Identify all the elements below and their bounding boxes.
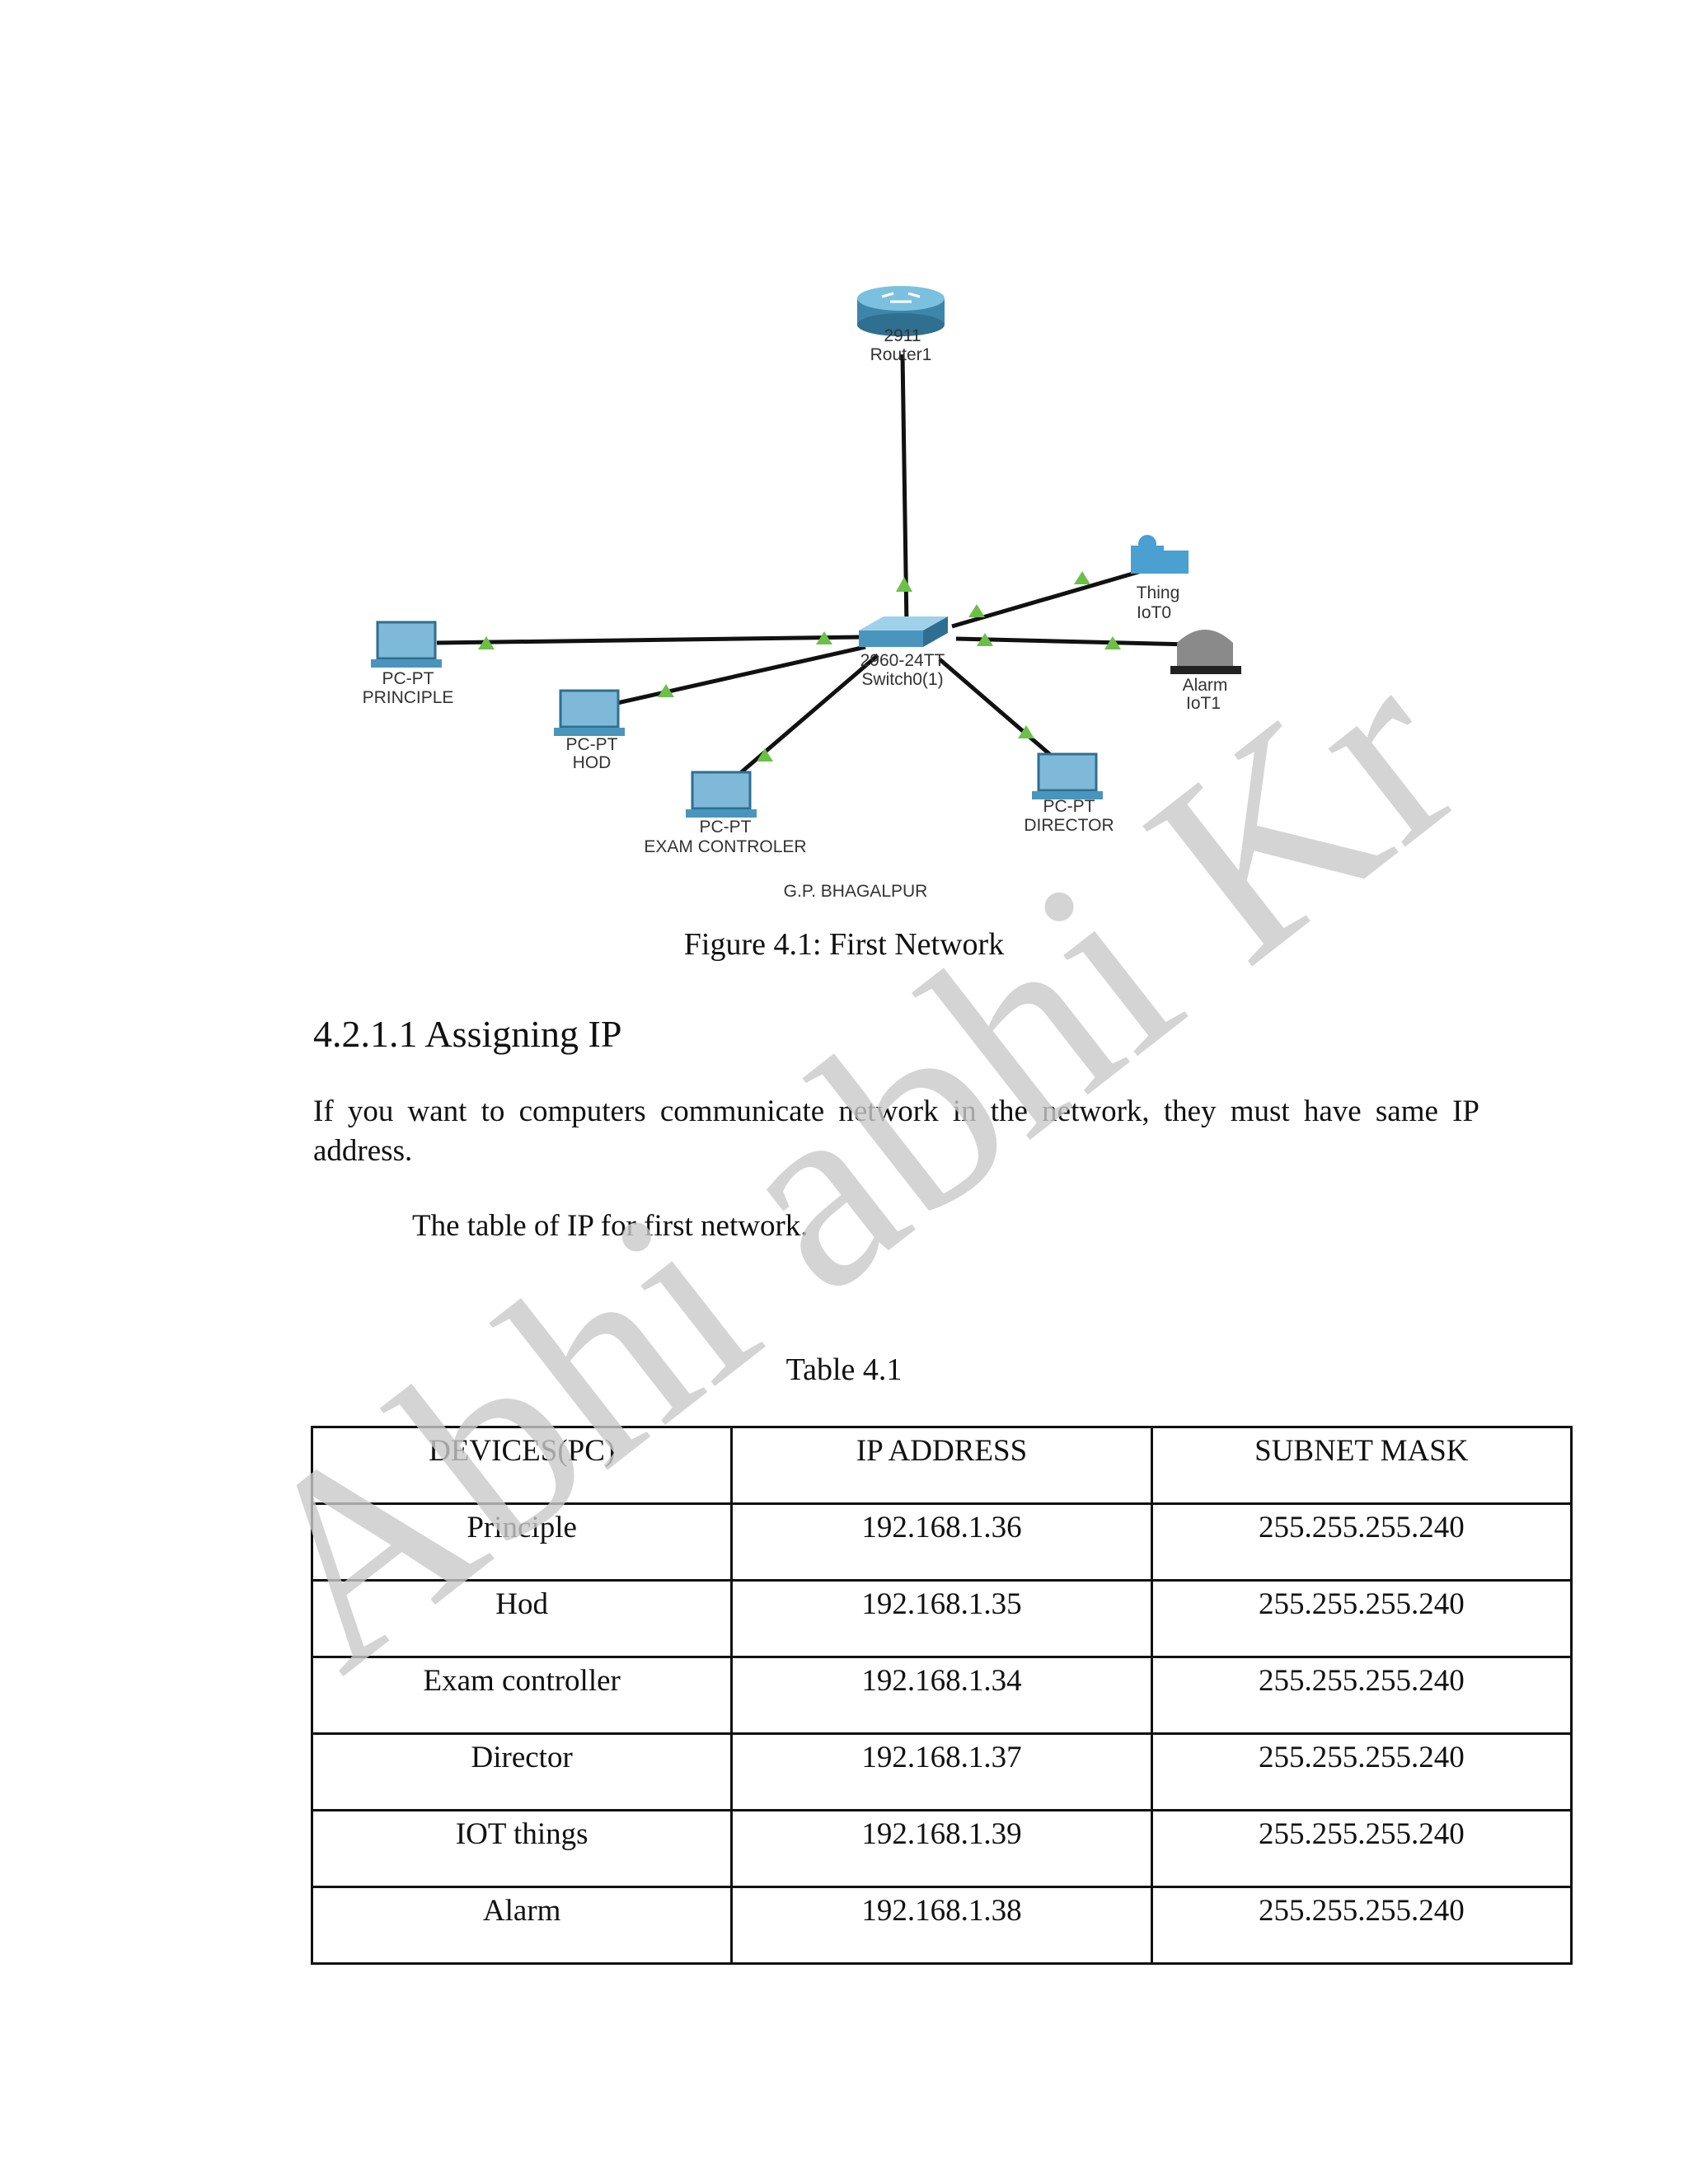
column-header-ip-address: IP ADDRESS bbox=[730, 1426, 1153, 1505]
iot-type-label: Alarm bbox=[1183, 676, 1228, 695]
link-up-indicator bbox=[1018, 725, 1034, 738]
alarm-icon bbox=[1170, 630, 1241, 674]
pc-name-exam-controler: EXAM CONTROLER bbox=[644, 837, 806, 856]
network-topology-diagram: 2911 Router1 2960-24TT Switch0(1) PC-PT … bbox=[363, 286, 1241, 901]
device-cell: Hod bbox=[310, 1579, 734, 1658]
pc-icon-director bbox=[1032, 752, 1103, 799]
router-icon bbox=[857, 286, 945, 336]
ip-cell: 192.168.1.37 bbox=[730, 1732, 1153, 1811]
device-cell: IOT things bbox=[310, 1809, 734, 1888]
subnet-cell: 255.255.255.240 bbox=[1150, 1502, 1573, 1582]
subnet-cell: 255.255.255.240 bbox=[1150, 1656, 1573, 1735]
section-heading: 4.2.1.1 Assigning IP bbox=[313, 1013, 622, 1055]
link-up-indicator bbox=[977, 633, 993, 646]
table-caption: Table 4.1 bbox=[785, 1352, 903, 1387]
subnet-cell: 255.255.255.240 bbox=[1150, 1809, 1573, 1888]
table-row: IOT things 192.168.1.39 255.255.255.240 bbox=[310, 1809, 1573, 1888]
device-cell: Alarm bbox=[310, 1886, 734, 1965]
device-cell: Director bbox=[310, 1732, 734, 1811]
pc-name-principle: PRINCIPLE bbox=[363, 688, 454, 707]
link-up-indicator bbox=[1074, 571, 1090, 584]
pc-icon-exam-controler bbox=[686, 771, 757, 818]
table-row: Director 192.168.1.37 255.255.255.240 bbox=[310, 1732, 1573, 1811]
ip-cell: 192.168.1.39 bbox=[730, 1809, 1153, 1888]
link-switch-alarm bbox=[955, 636, 1192, 647]
subnet-cell: 255.255.255.240 bbox=[1150, 1886, 1573, 1965]
link-up-indicator bbox=[757, 748, 773, 762]
ip-cell: 192.168.1.36 bbox=[730, 1502, 1153, 1582]
pc-type-label: PC-PT bbox=[1043, 797, 1095, 816]
router-model-label: 2911 bbox=[884, 326, 921, 345]
subnet-cell: 255.255.255.240 bbox=[1150, 1579, 1573, 1658]
ip-address-table: DEVICES(PC) IP ADDRESS SUBNET MASK Princ… bbox=[310, 1426, 1573, 1965]
figure-caption: Figure 4.1: First Network bbox=[683, 927, 1005, 962]
link-switch-director bbox=[938, 658, 1061, 764]
ip-cell: 192.168.1.38 bbox=[730, 1886, 1153, 1965]
body-paragraph: If you want to computers communicate net… bbox=[313, 1094, 1479, 1168]
network-location-label: G.P. BHAGALPUR bbox=[784, 882, 928, 901]
link-up-indicator bbox=[968, 604, 985, 617]
pc-type-label: PC-PT bbox=[566, 735, 618, 754]
pc-icon-principle bbox=[371, 621, 442, 668]
link-switch-principle bbox=[436, 635, 862, 645]
switch-model-label: 2960-24TT bbox=[860, 651, 945, 670]
subnet-cell: 255.255.255.240 bbox=[1150, 1732, 1573, 1811]
link-up-indicator bbox=[478, 636, 495, 649]
device-cell: Exam controller bbox=[310, 1656, 734, 1735]
link-switch-hod bbox=[609, 644, 866, 707]
device-cell: Principle bbox=[310, 1502, 734, 1582]
table-intro-text: The table of IP for first network. bbox=[412, 1209, 809, 1243]
pc-type-label: PC-PT bbox=[700, 818, 752, 837]
pc-type-label: PC-PT bbox=[382, 669, 434, 688]
column-header-devices: DEVICES(PC) bbox=[310, 1426, 734, 1505]
table-row: Alarm 192.168.1.38 255.255.255.240 bbox=[310, 1886, 1573, 1965]
pc-name-hod: HOD bbox=[573, 753, 612, 772]
iot-name-alarm: IoT1 bbox=[1186, 694, 1221, 713]
table-row: Exam controller 192.168.1.34 255.255.255… bbox=[310, 1656, 1573, 1735]
router-name-label: Router1 bbox=[870, 345, 932, 364]
link-up-indicator bbox=[1104, 636, 1121, 649]
column-header-subnet-mask: SUBNET MASK bbox=[1150, 1426, 1573, 1505]
ip-cell: 192.168.1.35 bbox=[730, 1579, 1153, 1658]
switch-icon bbox=[859, 616, 948, 647]
iot-name-thing: IoT0 bbox=[1137, 603, 1171, 622]
switch-name-label: Switch0(1) bbox=[861, 670, 943, 689]
pc-name-director: DIRECTOR bbox=[1024, 816, 1114, 835]
link-switch-thing bbox=[951, 566, 1151, 629]
table-header-row: DEVICES(PC) IP ADDRESS SUBNET MASK bbox=[310, 1426, 1573, 1505]
link-switch-exam bbox=[732, 654, 879, 780]
link-up-indicator bbox=[816, 631, 832, 644]
table-row: Hod 192.168.1.35 255.255.255.240 bbox=[310, 1579, 1573, 1658]
ip-cell: 192.168.1.34 bbox=[730, 1656, 1153, 1735]
puzzle-icon bbox=[1131, 535, 1189, 574]
network-links bbox=[436, 354, 1192, 780]
link-status-indicators bbox=[478, 571, 1121, 762]
iot-type-label: Thing bbox=[1137, 583, 1180, 602]
pc-icon-hod bbox=[554, 689, 625, 736]
link-up-indicator bbox=[658, 684, 674, 697]
link-up-indicator bbox=[896, 577, 912, 592]
table-row: Principle 192.168.1.36 255.255.255.240 bbox=[310, 1502, 1573, 1582]
